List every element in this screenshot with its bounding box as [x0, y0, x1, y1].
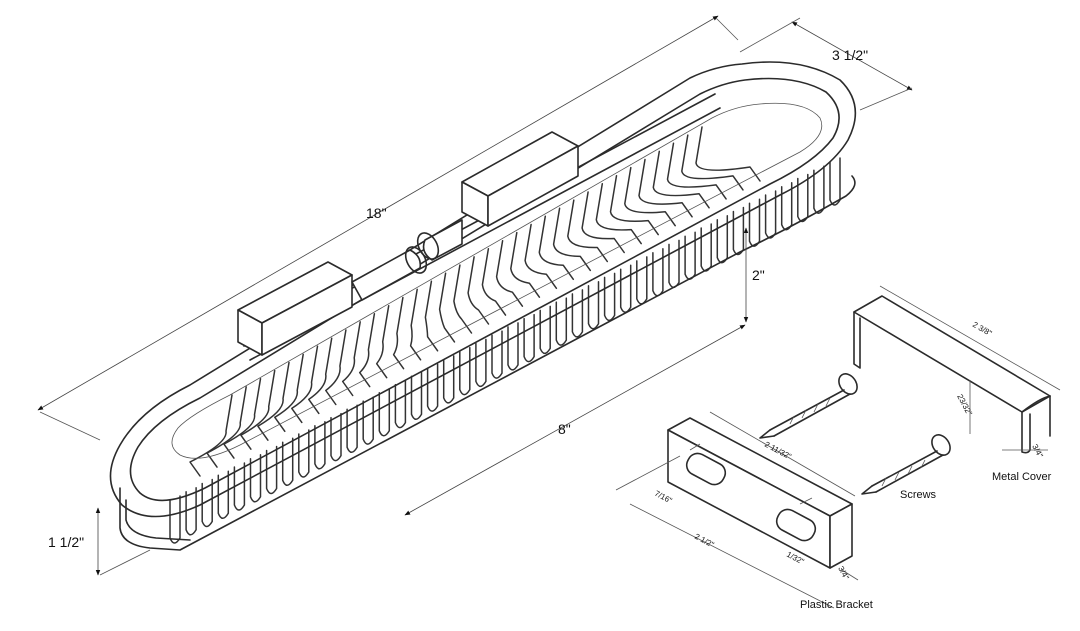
basket-bottom-frame	[119, 175, 856, 551]
dim-cover-depth-label: 3/4"	[1030, 443, 1045, 460]
basket-front-wire	[523, 313, 535, 363]
basket-front-wire	[619, 264, 632, 313]
basket-front-wire	[201, 478, 213, 528]
basket-front-wire	[668, 239, 680, 289]
basket-wire	[495, 239, 524, 307]
basket-wire	[595, 183, 642, 245]
basket-front-wire	[330, 412, 342, 462]
basket-wire	[223, 378, 262, 459]
basket-front-wire	[442, 355, 455, 404]
basket-front-wire	[314, 421, 326, 470]
basket-front-wire	[233, 462, 246, 511]
basket-front-wire	[748, 198, 761, 247]
basket-wire	[638, 158, 693, 218]
basket-wire	[438, 272, 456, 343]
dim-rail-gap-label: 2"	[752, 267, 765, 283]
plastic-bracket-label: Plastic Bracket	[800, 599, 873, 611]
basket-front-wire	[587, 280, 600, 330]
dim-height-label: 1 1/2"	[48, 534, 84, 550]
basket-front-wire	[362, 396, 374, 445]
basket-wire	[189, 394, 233, 477]
basket-front-wire	[475, 338, 487, 388]
screw-upper	[759, 373, 858, 439]
basket-wire	[666, 142, 727, 200]
basket-wire	[481, 248, 507, 316]
basket-front-wire	[700, 223, 712, 272]
metal-cover-label: Metal Cover	[992, 471, 1052, 483]
basket-front-wire	[716, 214, 729, 264]
basket-wire	[206, 386, 247, 468]
screws-label: Screws	[900, 489, 937, 501]
bracket-slot-left	[685, 452, 727, 486]
basket-wire	[581, 191, 625, 254]
basket-wire	[409, 288, 422, 361]
basket-front-wire	[281, 437, 294, 487]
basket-front-wire	[378, 388, 391, 437]
basket-front-wire	[491, 330, 503, 379]
basket-front-wire	[169, 495, 181, 544]
dim-bracket-offset-label: 2 1/2"	[693, 532, 716, 550]
basket-wire	[609, 174, 659, 236]
basket-wire	[392, 296, 405, 370]
basket-bottom-frame-inner	[125, 499, 191, 541]
basket-front-wire	[185, 487, 197, 536]
basket-front-wire	[394, 379, 407, 429]
basket-wire	[424, 280, 439, 352]
basket-front-wire	[410, 371, 423, 421]
basket-front-wire	[652, 247, 664, 297]
dim-length-label: 18"	[366, 205, 387, 221]
dim-bracket-depth-label: 3/4"	[836, 565, 851, 582]
basket-wire	[375, 304, 390, 379]
mounting-block-right	[461, 131, 579, 227]
basket-front-wire	[603, 272, 616, 322]
basket-front-wire	[298, 429, 310, 478]
basket-front-wire	[829, 157, 841, 206]
basket-front-wire	[684, 231, 696, 280]
basket-front-wire	[539, 305, 551, 355]
plastic-bracket	[615, 411, 859, 609]
dim-cover-length-label: 2 3/8"	[971, 320, 994, 338]
basket-front-wire	[249, 454, 262, 503]
dimension-lines	[37, 15, 913, 576]
metal-cover	[853, 285, 1061, 454]
basket-front-wire	[555, 297, 568, 346]
dim-width-label: 3 1/2"	[832, 47, 868, 63]
screw-lower	[861, 434, 951, 495]
basket-front-wire	[265, 445, 278, 495]
support-rod	[351, 219, 463, 301]
dim-bracket-width-label: 7/16"	[653, 489, 674, 506]
basket-wire	[325, 329, 347, 406]
basket-front-wire	[459, 346, 471, 396]
basket-front-wire	[571, 289, 584, 338]
basket-wire	[510, 231, 541, 298]
basket-wire	[453, 264, 473, 334]
basket-wire	[681, 134, 744, 191]
basket-front-wire	[346, 404, 358, 454]
basket-wire	[652, 150, 710, 209]
basket-wire	[552, 207, 592, 272]
basket-front-wire	[426, 363, 439, 412]
basket-wire	[695, 126, 761, 182]
basket-front-wire	[217, 470, 230, 520]
dim-cover-height-label: 23/32"	[955, 393, 974, 418]
dim-spacing-label: 8"	[558, 421, 571, 437]
dim-bracket-length-label: 2 11/32"	[763, 440, 793, 462]
bracket-slot-right	[775, 508, 817, 542]
basket-wire	[567, 199, 609, 263]
basket-front-wire	[780, 181, 793, 231]
basket-wire	[240, 369, 276, 450]
basket-front-wire	[636, 256, 648, 305]
basket-front-wire	[507, 322, 519, 371]
